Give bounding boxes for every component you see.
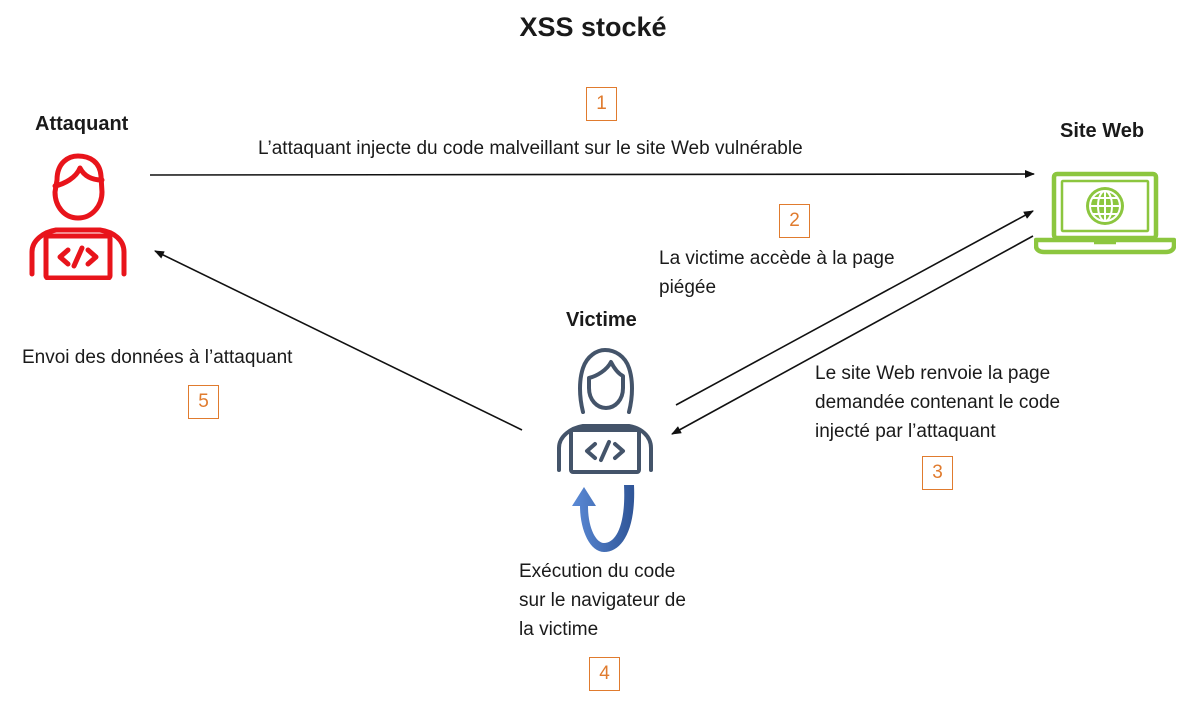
step-4-line: Exécution du code (519, 561, 676, 582)
step-2-line: piégée (659, 277, 717, 298)
step-1-badge: 1 (586, 87, 617, 121)
arrow-victim-to-attacker (154, 250, 523, 431)
step-1-text: L’attaquant injecte du code malveillant … (258, 138, 803, 159)
step-3-line: demandée contenant le code (815, 392, 1061, 413)
step-4-line: la victime (519, 619, 599, 640)
arrow-attacker-to-website (149, 170, 1035, 179)
arrow-victim-to-website (675, 210, 1034, 406)
step-5-badge: 5 (188, 385, 219, 419)
victim-icon (557, 348, 653, 474)
step-4-text: Exécution du code sur le navigateur de l… (519, 557, 686, 644)
step-3-line: Le site Web renvoie la page (815, 363, 1051, 384)
diagram-title: XSS stocké (519, 12, 667, 42)
step-2-text: La victime accède à la page piégée (659, 244, 895, 302)
step-4-line: sur le navigateur de (519, 590, 686, 611)
attacker-icon (29, 153, 127, 280)
step-3-badge: 3 (922, 456, 953, 490)
attacker-label: Attaquant (35, 113, 129, 135)
execution-loop-arrow (572, 485, 635, 552)
step-2-badge: 2 (779, 204, 810, 238)
website-label: Site Web (1060, 120, 1145, 142)
step-2-line: La victime accède à la page (659, 248, 895, 269)
step-3-text: Le site Web renvoie la page demandée con… (815, 359, 1060, 446)
step-5-text: Envoi des données à l’attaquant (22, 347, 293, 368)
laptop-globe-icon (1034, 171, 1176, 255)
step-4-badge: 4 (589, 657, 620, 691)
victim-label: Victime (566, 309, 637, 331)
step-3-line: injecté par l’attaquant (815, 421, 996, 442)
arrow-website-to-victim (671, 235, 1034, 435)
